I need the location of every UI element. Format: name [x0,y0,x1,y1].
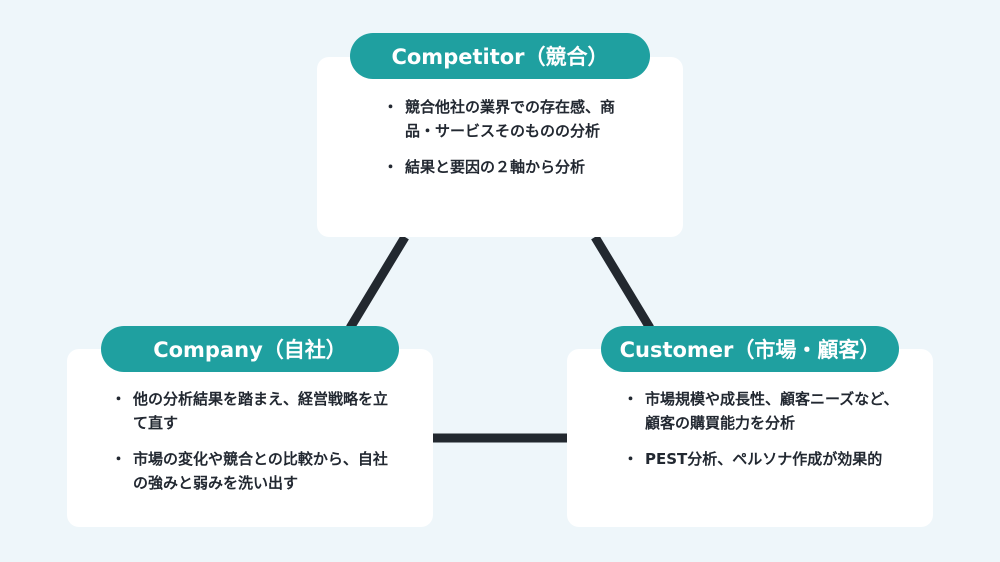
competitor-bullet: 結果と要因の２軸から分析 [383,155,653,179]
company-title-badge: Company（自社） [101,326,399,372]
company-card: 他の分析結果を踏まえ、経営戦略を立て直す 市場の変化や競合との比較から、自社の強… [67,349,433,527]
customer-bullets: 市場規模や成長性、顧客ニーズなど、顧客の購買能力を分析 PEST分析、ペルソナ作… [623,387,909,471]
connector-competitor-customer [591,234,654,331]
competitor-title-badge: Competitor（競合） [350,33,650,79]
connector-competitor-company [346,234,409,331]
competitor-card: 競合他社の業界での存在感、商品・サービスそのものの分析 結果と要因の２軸から分析 [317,57,683,237]
company-bullet: 市場の変化や競合との比較から、自社の強みと弱みを洗い出す [111,447,398,495]
competitor-bullets: 競合他社の業界での存在感、商品・サービスそのものの分析 結果と要因の２軸から分析 [383,95,653,179]
customer-title-badge: Customer（市場・顧客） [601,326,899,372]
customer-card: 市場規模や成長性、顧客ニーズなど、顧客の購買能力を分析 PEST分析、ペルソナ作… [567,349,933,527]
company-bullets: 他の分析結果を踏まえ、経営戦略を立て直す 市場の変化や競合との比較から、自社の強… [111,387,409,495]
customer-bullet: 市場規模や成長性、顧客ニーズなど、顧客の購買能力を分析 [623,387,905,435]
competitor-bullet: 競合他社の業界での存在感、商品・サービスそのものの分析 [383,95,635,143]
company-bullet: 他の分析結果を踏まえ、経営戦略を立て直す [111,387,393,435]
customer-bullet: PEST分析、ペルソナ作成が効果的 [623,447,895,471]
